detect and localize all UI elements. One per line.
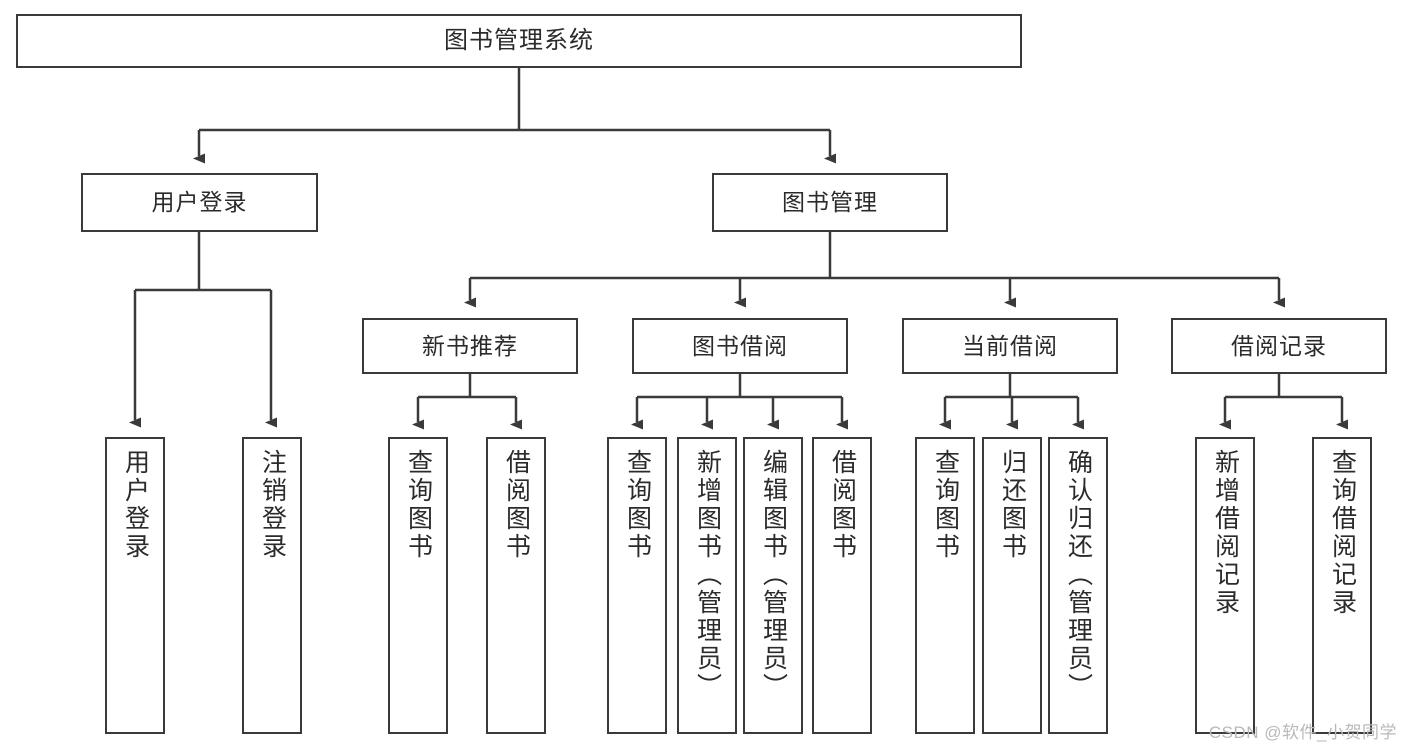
node-new-book-recommend[interactable]: 新书推荐 [362,318,578,374]
node-label: 借阅记录 [1231,332,1327,359]
leaf-user-login[interactable]: 用户登录 [105,437,165,734]
leaf-query-borrow-record[interactable]: 查询借阅记录 [1312,437,1372,734]
node-label: 查询图书 [931,449,960,561]
leaf-edit-book-admin[interactable]: 编辑图书（管理员） [743,437,803,734]
node-label: 注销登录 [258,449,287,561]
node-book-borrow[interactable]: 图书借阅 [632,318,848,374]
node-label: 借阅图书 [828,449,857,561]
node-label: 用户登录 [151,189,248,216]
node-label: 图书管理 [782,189,878,216]
node-user-login[interactable]: 用户登录 [81,173,318,232]
node-label: 图书借阅 [692,332,788,359]
node-label: 新书推荐 [422,332,518,359]
node-label: 查询图书 [404,449,433,561]
node-book-management[interactable]: 图书管理 [712,173,948,232]
leaf-borrow-book-recommend[interactable]: 借阅图书 [486,437,546,734]
leaf-return-book[interactable]: 归还图书 [982,437,1042,734]
leaf-query-book-borrow[interactable]: 查询图书 [607,437,667,734]
node-label: 借阅图书 [502,449,531,561]
leaf-query-book-recommend[interactable]: 查询图书 [388,437,448,734]
node-root-system[interactable]: 图书管理系统 [16,14,1022,68]
node-label: 查询图书 [623,449,652,561]
leaf-add-book-admin[interactable]: 新增图书（管理员） [677,437,737,734]
leaf-borrow-book[interactable]: 借阅图书 [812,437,872,734]
node-label: 用户登录 [121,449,150,561]
node-label: 图书管理系统 [444,27,594,54]
node-borrow-record[interactable]: 借阅记录 [1171,318,1387,374]
leaf-confirm-return-admin[interactable]: 确认归还（管理员） [1048,437,1108,734]
node-label: 查询借阅记录 [1328,449,1357,617]
leaf-query-book-current[interactable]: 查询图书 [915,437,975,734]
node-current-borrow[interactable]: 当前借阅 [902,318,1118,374]
leaf-add-borrow-record[interactable]: 新增借阅记录 [1195,437,1255,734]
node-label: 新增借阅记录 [1211,449,1240,617]
node-label: 新增图书（管理员） [693,449,722,701]
node-label: 确认归还（管理员） [1064,449,1093,701]
leaf-logout[interactable]: 注销登录 [242,437,302,734]
node-label: 归还图书 [998,449,1027,561]
node-label: 当前借阅 [962,332,1058,359]
csdn-watermark: CSDN @软件_小贺同学 [1208,723,1397,742]
node-label: 编辑图书（管理员） [759,449,788,701]
